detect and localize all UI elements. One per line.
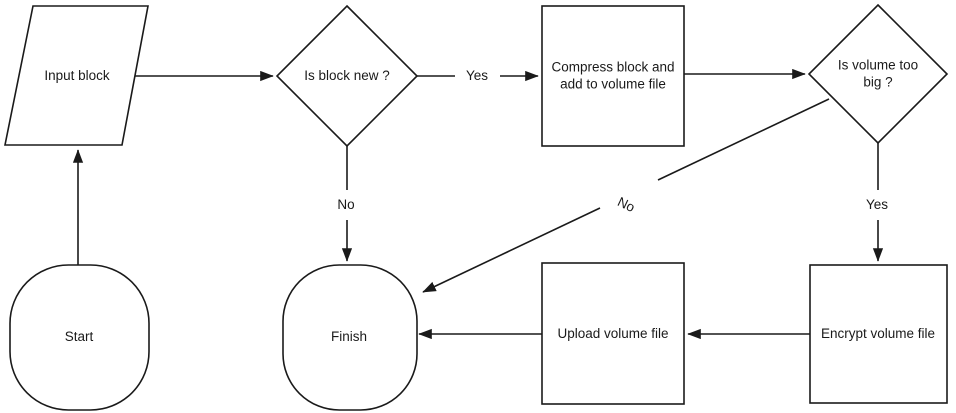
node-is-volume-too-big[interactable] <box>807 3 949 145</box>
node-label-start: Start <box>65 329 94 344</box>
node-start[interactable] <box>9 264 150 411</box>
edge-label-decision1-yes-to-compress: Yes <box>466 68 488 83</box>
node-label-finish: Finish <box>331 329 367 344</box>
node-label-input-block: Input block <box>44 68 110 83</box>
node-label-upload-volume-file: Upload volume file <box>557 326 668 341</box>
node-finish[interactable] <box>282 264 418 411</box>
edge-label-decision2-no-to-finish: No <box>615 194 637 215</box>
node-encrypt-volume-file[interactable] <box>809 264 948 404</box>
node-label-is-block-new: Is block new ? <box>304 68 390 83</box>
edge-label-decision2-yes-to-encrypt: Yes <box>866 197 888 212</box>
node-input-block[interactable] <box>4 5 149 146</box>
nodes-layer <box>4 3 949 411</box>
edges-layer <box>72 68 884 340</box>
edge-label-decision1-no-to-finish: No <box>337 197 354 212</box>
node-upload-volume-file[interactable] <box>541 262 685 405</box>
edge-decision2-no-to-finish <box>657 98 830 181</box>
edge-decision2-no-to-finish <box>422 207 601 293</box>
node-is-block-new[interactable] <box>275 4 419 148</box>
node-label-encrypt-volume-file: Encrypt volume file <box>821 326 935 341</box>
node-compress-block[interactable] <box>541 5 685 147</box>
